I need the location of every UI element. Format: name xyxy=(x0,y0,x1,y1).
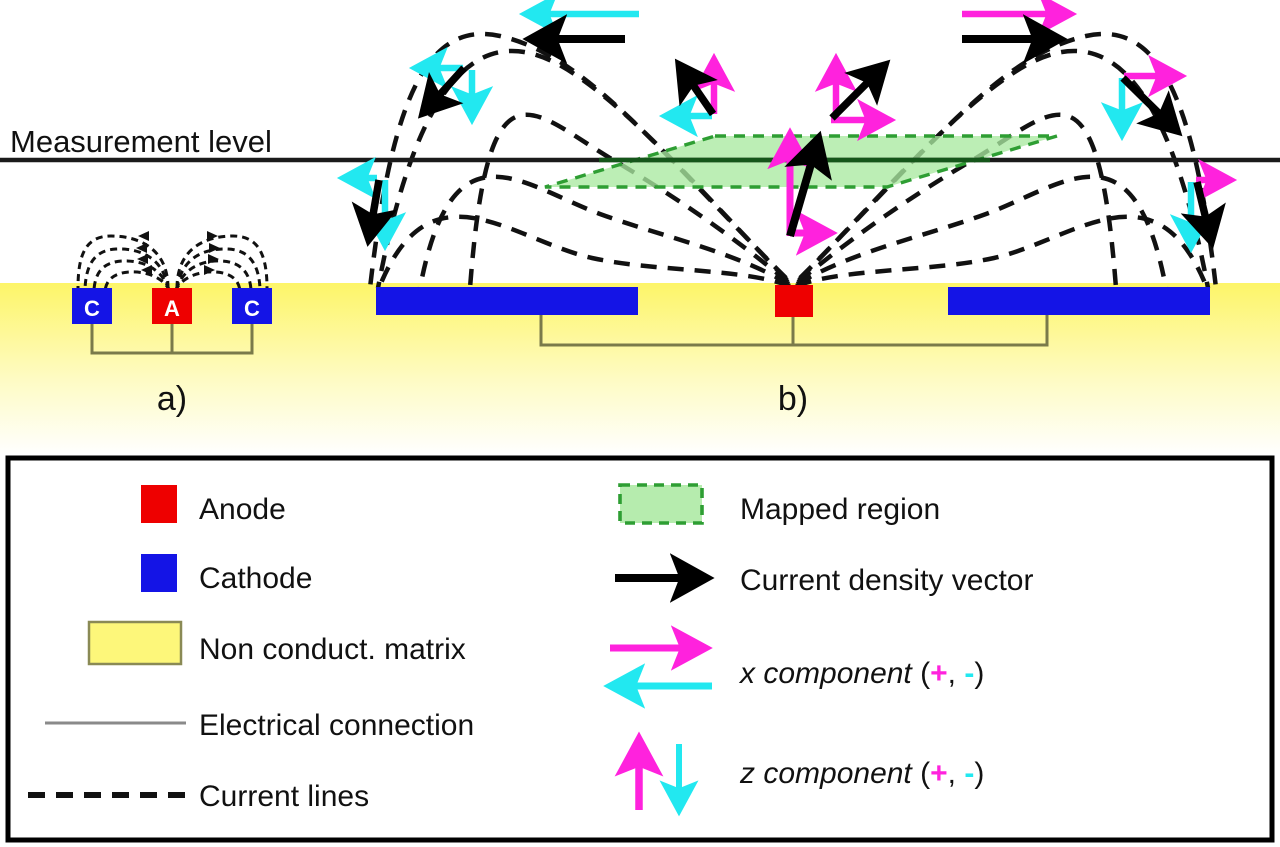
x-component-plus: + xyxy=(930,657,948,690)
z-component-paren-close: ) xyxy=(974,757,984,790)
cathode-label: C xyxy=(84,296,100,321)
panel-b-label: b) xyxy=(778,380,808,418)
measurement-level-label: Measurement level xyxy=(10,124,272,159)
current-line xyxy=(417,174,791,289)
current-line xyxy=(175,234,269,289)
vector-group-left-apex xyxy=(518,0,639,64)
current-direction-arrowhead xyxy=(141,265,152,275)
electrical-connection xyxy=(90,324,254,355)
current-line xyxy=(796,112,1119,289)
current-direction-arrowhead xyxy=(137,254,148,264)
z-component-paren-open: ( xyxy=(912,757,930,790)
anode-label: A xyxy=(164,296,180,321)
vector-group-down-left-below-level xyxy=(336,156,407,252)
z-symbol: z component xyxy=(739,757,913,790)
blue-square-swatch xyxy=(141,554,177,592)
z-component-plus: + xyxy=(930,757,948,790)
current-line xyxy=(92,259,171,291)
cathode-electrode xyxy=(72,288,112,324)
z-component-comma: , xyxy=(948,757,965,790)
legend-label-x-component: x component (+, -) xyxy=(738,657,984,690)
anode-electrode xyxy=(152,288,192,324)
panel-b-vectors xyxy=(336,0,1238,256)
current-line xyxy=(795,214,1210,289)
current-line xyxy=(83,247,170,290)
vector-group-up-right-inner xyxy=(814,52,897,142)
legend-label-current-lines: Current lines xyxy=(199,780,369,813)
cathode-electrode xyxy=(232,288,272,324)
current-density-vector xyxy=(1180,181,1226,249)
electrical-connection xyxy=(539,315,1049,347)
current-density-vector xyxy=(417,65,467,119)
x-component-paren-close: ) xyxy=(974,657,984,690)
current-density-vector xyxy=(674,58,718,117)
current-line xyxy=(76,234,170,289)
vector-group-up-left-inner xyxy=(658,52,736,138)
x-component-minus: - xyxy=(964,657,974,690)
cathode-electrode xyxy=(376,287,638,315)
z-component-minus: - xyxy=(964,757,974,790)
panel-a: C A C a) xyxy=(72,231,272,418)
legend-label-anode: Anode xyxy=(199,493,286,526)
green-dashed-rect-swatch xyxy=(618,483,704,525)
x-symbol: x component xyxy=(738,657,913,690)
current-line xyxy=(173,270,242,292)
current-direction-arrowhead xyxy=(208,254,219,264)
legend-label-matrix: Non conduct. matrix xyxy=(199,633,466,666)
current-direction-arrowhead xyxy=(204,265,215,275)
current-direction-arrowhead xyxy=(207,231,218,241)
current-density-vector xyxy=(829,59,891,121)
cathode-electrode xyxy=(948,287,1210,315)
current-line xyxy=(175,247,262,290)
current-line xyxy=(795,174,1169,289)
red-square-swatch xyxy=(141,485,177,523)
legend: Anode Cathode Non conduct. matrix Electr… xyxy=(5,455,1275,843)
cathode-label: C xyxy=(244,296,260,321)
vector-group-down-left-outer xyxy=(408,46,494,126)
vector-group-right-apex xyxy=(962,0,1078,64)
current-direction-arrowhead xyxy=(138,231,149,241)
current-density-vector xyxy=(784,130,832,238)
current-line xyxy=(174,259,253,291)
anode-electrode xyxy=(775,285,813,317)
legend-label-current-density-vector: Current density vector xyxy=(740,564,1033,597)
current-density-vector xyxy=(351,179,398,247)
current-direction-arrowhead xyxy=(136,243,147,253)
current-line xyxy=(467,112,790,289)
x-component-comma: , xyxy=(948,657,965,690)
legend-label-electrical-connection: Electrical connection xyxy=(199,709,474,742)
vector-group-down-right-below-level xyxy=(1169,158,1238,254)
current-direction-arrowhead xyxy=(209,243,220,253)
panel-b-electrodes xyxy=(376,285,1210,347)
current-density-vector xyxy=(1120,75,1183,137)
vector-group-center-up-right xyxy=(767,127,838,256)
current-line xyxy=(103,270,172,292)
panel-a-label: a) xyxy=(157,380,187,418)
yellow-rect-swatch xyxy=(87,620,183,666)
legend-label-mapped-region: Mapped region xyxy=(740,493,940,526)
vector-group-down-right-outer xyxy=(1100,54,1188,142)
legend-label-cathode: Cathode xyxy=(199,562,312,595)
legend-label-z-component: z component (+, -) xyxy=(739,757,984,790)
current-line xyxy=(376,214,791,289)
x-component-paren-open: ( xyxy=(912,657,930,690)
